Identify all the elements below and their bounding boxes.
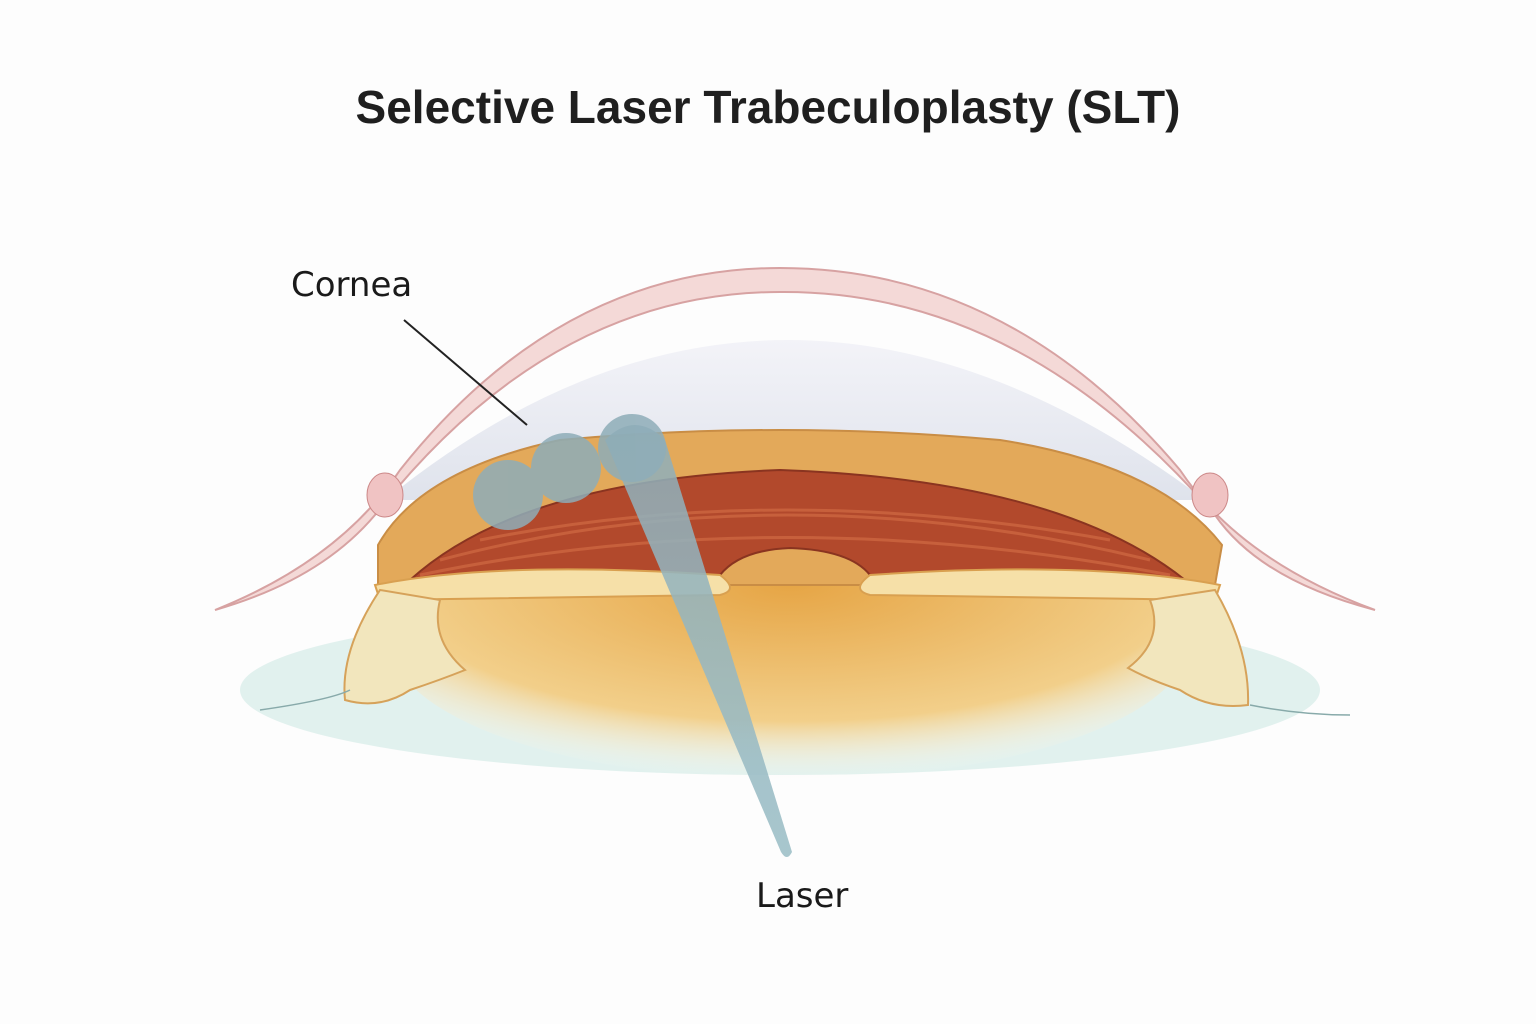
cornea-label: Cornea	[291, 265, 413, 305]
limbus-left	[366, 472, 404, 518]
laser-label: Laser	[756, 876, 849, 916]
limbus-right	[1191, 472, 1229, 518]
cornea	[214, 266, 1376, 611]
laser-spots	[473, 414, 666, 530]
page-title: Selective Laser Trabeculoplasty (SLT)	[355, 81, 1181, 133]
ciliary-body-right	[1126, 588, 1250, 707]
laser-beam	[605, 425, 792, 857]
iris-posterior-layer	[373, 568, 1222, 602]
cornea-leader-line	[403, 319, 528, 426]
ciliary-body-left	[343, 588, 467, 705]
